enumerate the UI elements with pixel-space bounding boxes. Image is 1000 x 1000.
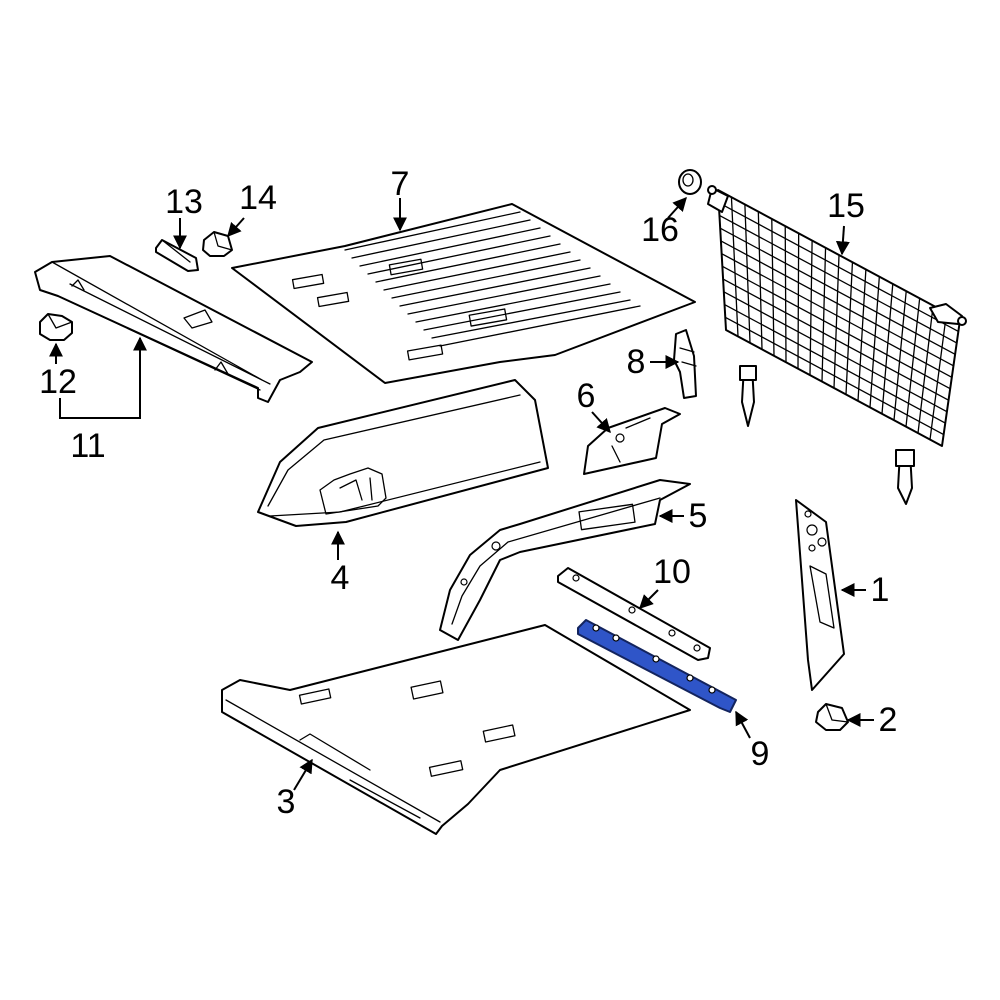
- part-4-side-panel[interactable]: [257, 379, 549, 527]
- net-mesh-line: [719, 227, 956, 356]
- callout-5: 5: [689, 497, 708, 535]
- callout-7: 7: [391, 165, 410, 203]
- net-mesh-line: [845, 261, 854, 396]
- callout-13: 13: [165, 183, 203, 221]
- callout-labels: 1 2 3 4 5 6 7 8 9 10 11 12 13 14 15 16: [39, 165, 897, 821]
- net-mesh-line: [722, 278, 950, 401]
- net-mesh-line: [929, 312, 948, 441]
- part-6-cover[interactable]: [583, 407, 681, 475]
- net-mesh-line: [809, 239, 813, 376]
- callout-6: 6: [577, 377, 596, 415]
- net-mesh-line: [784, 225, 787, 363]
- part-10-strap[interactable]: [557, 567, 711, 661]
- net-mesh-line: [857, 268, 867, 402]
- callout-15: 15: [827, 187, 865, 225]
- leader-lines: [49, 196, 874, 791]
- part-9-highlighted-strap[interactable]: [577, 619, 737, 713]
- part-7-floor-mat[interactable]: [231, 203, 696, 384]
- part-13-trim-strip[interactable]: [155, 239, 199, 272]
- net-mesh-line: [730, 196, 739, 338]
- callout-9: 9: [751, 735, 770, 773]
- part-15-cargo-net[interactable]: [707, 185, 967, 505]
- net-mesh-line: [881, 283, 894, 415]
- net-mesh-line: [723, 291, 948, 413]
- net-mesh-line: [797, 232, 800, 370]
- net-mesh-line: [721, 265, 951, 390]
- part-5-side-rail[interactable]: [439, 479, 691, 641]
- net-mesh-line: [893, 290, 907, 421]
- callout-12: 12: [39, 363, 77, 401]
- part-2-clip[interactable]: [815, 703, 849, 731]
- part-8-latch[interactable]: [673, 329, 697, 399]
- net-mesh-line: [771, 218, 775, 357]
- callout-8: 8: [627, 343, 646, 381]
- net-mesh-line: [905, 297, 921, 428]
- net-mesh-line: [720, 252, 953, 378]
- callout-11: 11: [70, 427, 105, 465]
- callout-1: 1: [871, 571, 890, 609]
- net-mesh-line: [718, 202, 960, 333]
- callout-16: 16: [641, 211, 679, 249]
- callout-3: 3: [277, 783, 296, 821]
- net-mesh-line: [821, 247, 827, 383]
- net-mesh-line: [723, 303, 946, 424]
- net-mesh-line: [917, 304, 934, 434]
- part-1-pillar-bracket[interactable]: [795, 499, 845, 691]
- part-14-bracket[interactable]: [202, 231, 233, 257]
- net-mesh-line: [744, 203, 751, 344]
- callout-2: 2: [879, 701, 898, 739]
- net-mesh-line: [718, 214, 958, 344]
- net-mesh-line: [869, 276, 880, 408]
- callout-10: 10: [653, 553, 691, 591]
- part-12-clip[interactable]: [39, 313, 73, 341]
- callout-14: 14: [239, 179, 277, 217]
- part-16-grommet[interactable]: [678, 169, 702, 195]
- part-3-floor-panel[interactable]: [221, 624, 691, 835]
- callout-4: 4: [331, 559, 350, 597]
- part-11-cargo-tray[interactable]: [34, 255, 313, 403]
- net-mesh-line: [724, 316, 945, 436]
- net-mesh-line: [720, 240, 955, 367]
- net-mesh-line: [757, 211, 763, 350]
- net-mesh-line: [833, 254, 840, 389]
